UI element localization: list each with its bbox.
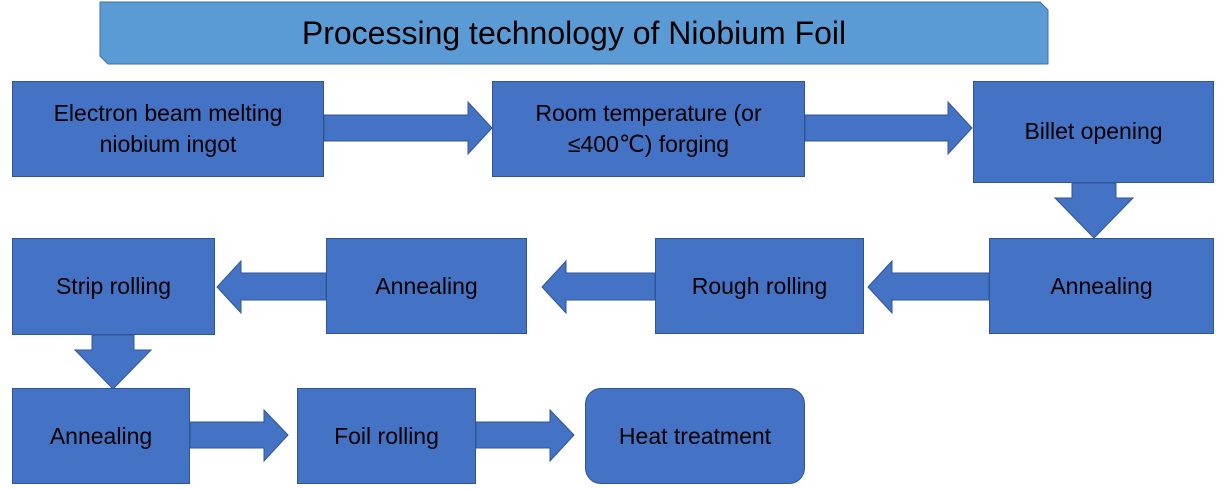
step-label: Annealing: [375, 272, 478, 299]
step-annealing-3: Annealing: [12, 388, 190, 484]
step-annealing-2: Annealing: [326, 238, 527, 334]
step-label: Annealing: [49, 422, 153, 449]
arrow-billet-to-annealing-1: [1053, 182, 1135, 239]
arrow-melting-to-forging: [323, 100, 493, 156]
arrow-rough-rolling-to-annealing-2: [541, 259, 656, 315]
arrow-annealing-3-to-foil-rolling: [189, 408, 289, 463]
step-label: Foil rolling: [334, 422, 439, 449]
arrow-foil-rolling-to-heat-treatment: [475, 408, 575, 463]
step-rough-rolling: Rough rolling: [655, 238, 864, 334]
step-strip-rolling: Strip rolling: [12, 238, 215, 335]
step-label: Annealing: [1050, 272, 1153, 299]
step-foil-rolling: Foil rolling: [297, 388, 476, 484]
step-forging: Room temperature (or ≤400℃) forging: [492, 81, 805, 177]
step-electron-beam-melting: Electron beam melting niobium ingot: [12, 81, 324, 177]
step-annealing-1: Annealing: [989, 238, 1214, 334]
step-label: Room temperature (or ≤400℃) forging: [535, 100, 762, 157]
step-heat-treatment: Heat treatment: [585, 388, 805, 484]
step-label: Electron beam melting niobium ingot: [53, 100, 283, 157]
step-label: Heat treatment: [618, 422, 772, 449]
step-label: Billet opening: [1024, 117, 1163, 144]
arrow-annealing-2-to-strip-rolling: [216, 259, 327, 315]
arrow-forging-to-billet: [804, 100, 973, 156]
step-label: Rough rolling: [691, 272, 828, 299]
diagram-title: Processing technology of Niobium Foil: [301, 14, 847, 51]
arrow-strip-rolling-to-annealing-3: [73, 334, 153, 390]
title-banner: [99, 1, 1049, 65]
step-billet-opening: Billet opening: [973, 81, 1214, 183]
arrow-annealing-1-to-rough-rolling: [867, 259, 990, 315]
step-label: Strip rolling: [55, 273, 172, 299]
